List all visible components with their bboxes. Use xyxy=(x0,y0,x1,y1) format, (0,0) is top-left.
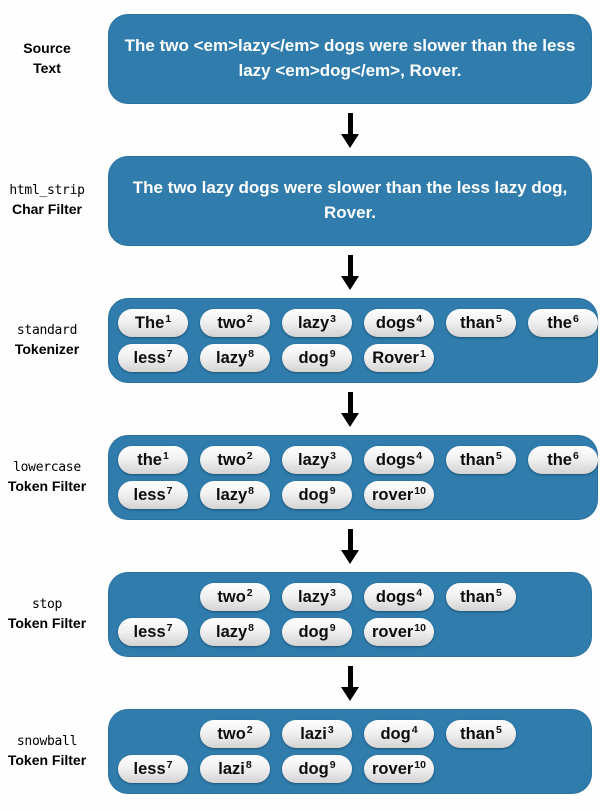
text-line: The two <em>lazy</em> dogs were slower t… xyxy=(124,36,576,56)
stage-label-line: stop xyxy=(31,596,63,612)
stage-label-lowercase: lowercase Token Filter xyxy=(0,459,108,497)
text-line: Rover. xyxy=(324,203,376,222)
stage-label-source-text: Source Text xyxy=(0,39,108,78)
stage-label-line: standard xyxy=(16,322,78,338)
stage-label-line: lowercase xyxy=(13,459,81,475)
stage-label-standard-tokenizer: standard Tokenizer xyxy=(0,322,108,360)
text-line: lazy <em>dog</em>, Rover. xyxy=(238,61,462,80)
char-filter-output-box: The two lazy dogs were slower than the l… xyxy=(108,156,592,246)
flow-arrow-row xyxy=(108,520,592,572)
stage-label-line: Text xyxy=(33,60,61,76)
stage-html-strip-char-filter: html_strip Char Filter The two lazy dogs… xyxy=(0,156,600,246)
stage-label-line: html_strip xyxy=(9,183,85,199)
stage-label-line: Tokenizer xyxy=(14,340,80,357)
stage-label-line: Source xyxy=(23,40,71,57)
down-arrow-icon xyxy=(341,112,359,148)
stage-label-html-strip: html_strip Char Filter xyxy=(0,182,108,220)
removed-token-gap xyxy=(118,720,188,748)
stage-label-stop: stop Token Filter xyxy=(0,596,108,634)
stage-label-line: snowball xyxy=(16,733,78,749)
stage-source-text: Source Text The two <em>lazy</em> dogs w… xyxy=(0,14,600,104)
text-line: The two lazy dogs were slower than the l… xyxy=(132,178,568,198)
stage-label-line: Token Filter xyxy=(7,477,87,494)
flow-arrow-row xyxy=(108,657,592,709)
stage-label-line: Token Filter xyxy=(7,751,87,768)
source-text-box: The two <em>lazy</em> dogs were slower t… xyxy=(108,14,592,104)
stage-label-snowball: snowball Token Filter xyxy=(0,733,108,771)
down-arrow-icon xyxy=(341,254,359,290)
analysis-pipeline-diagram: Source Text The two <em>lazy</em> dogs w… xyxy=(0,14,600,794)
down-arrow-icon xyxy=(341,391,359,427)
flow-arrow-row xyxy=(108,246,592,298)
down-arrow-icon xyxy=(341,665,359,701)
down-arrow-icon xyxy=(341,528,359,564)
flow-arrow-row xyxy=(108,383,592,435)
removed-token-gap xyxy=(118,583,188,611)
flow-arrow-row xyxy=(108,104,592,156)
stage-label-line: Char Filter xyxy=(11,201,82,218)
stage-label-line: Token Filter xyxy=(7,614,87,631)
